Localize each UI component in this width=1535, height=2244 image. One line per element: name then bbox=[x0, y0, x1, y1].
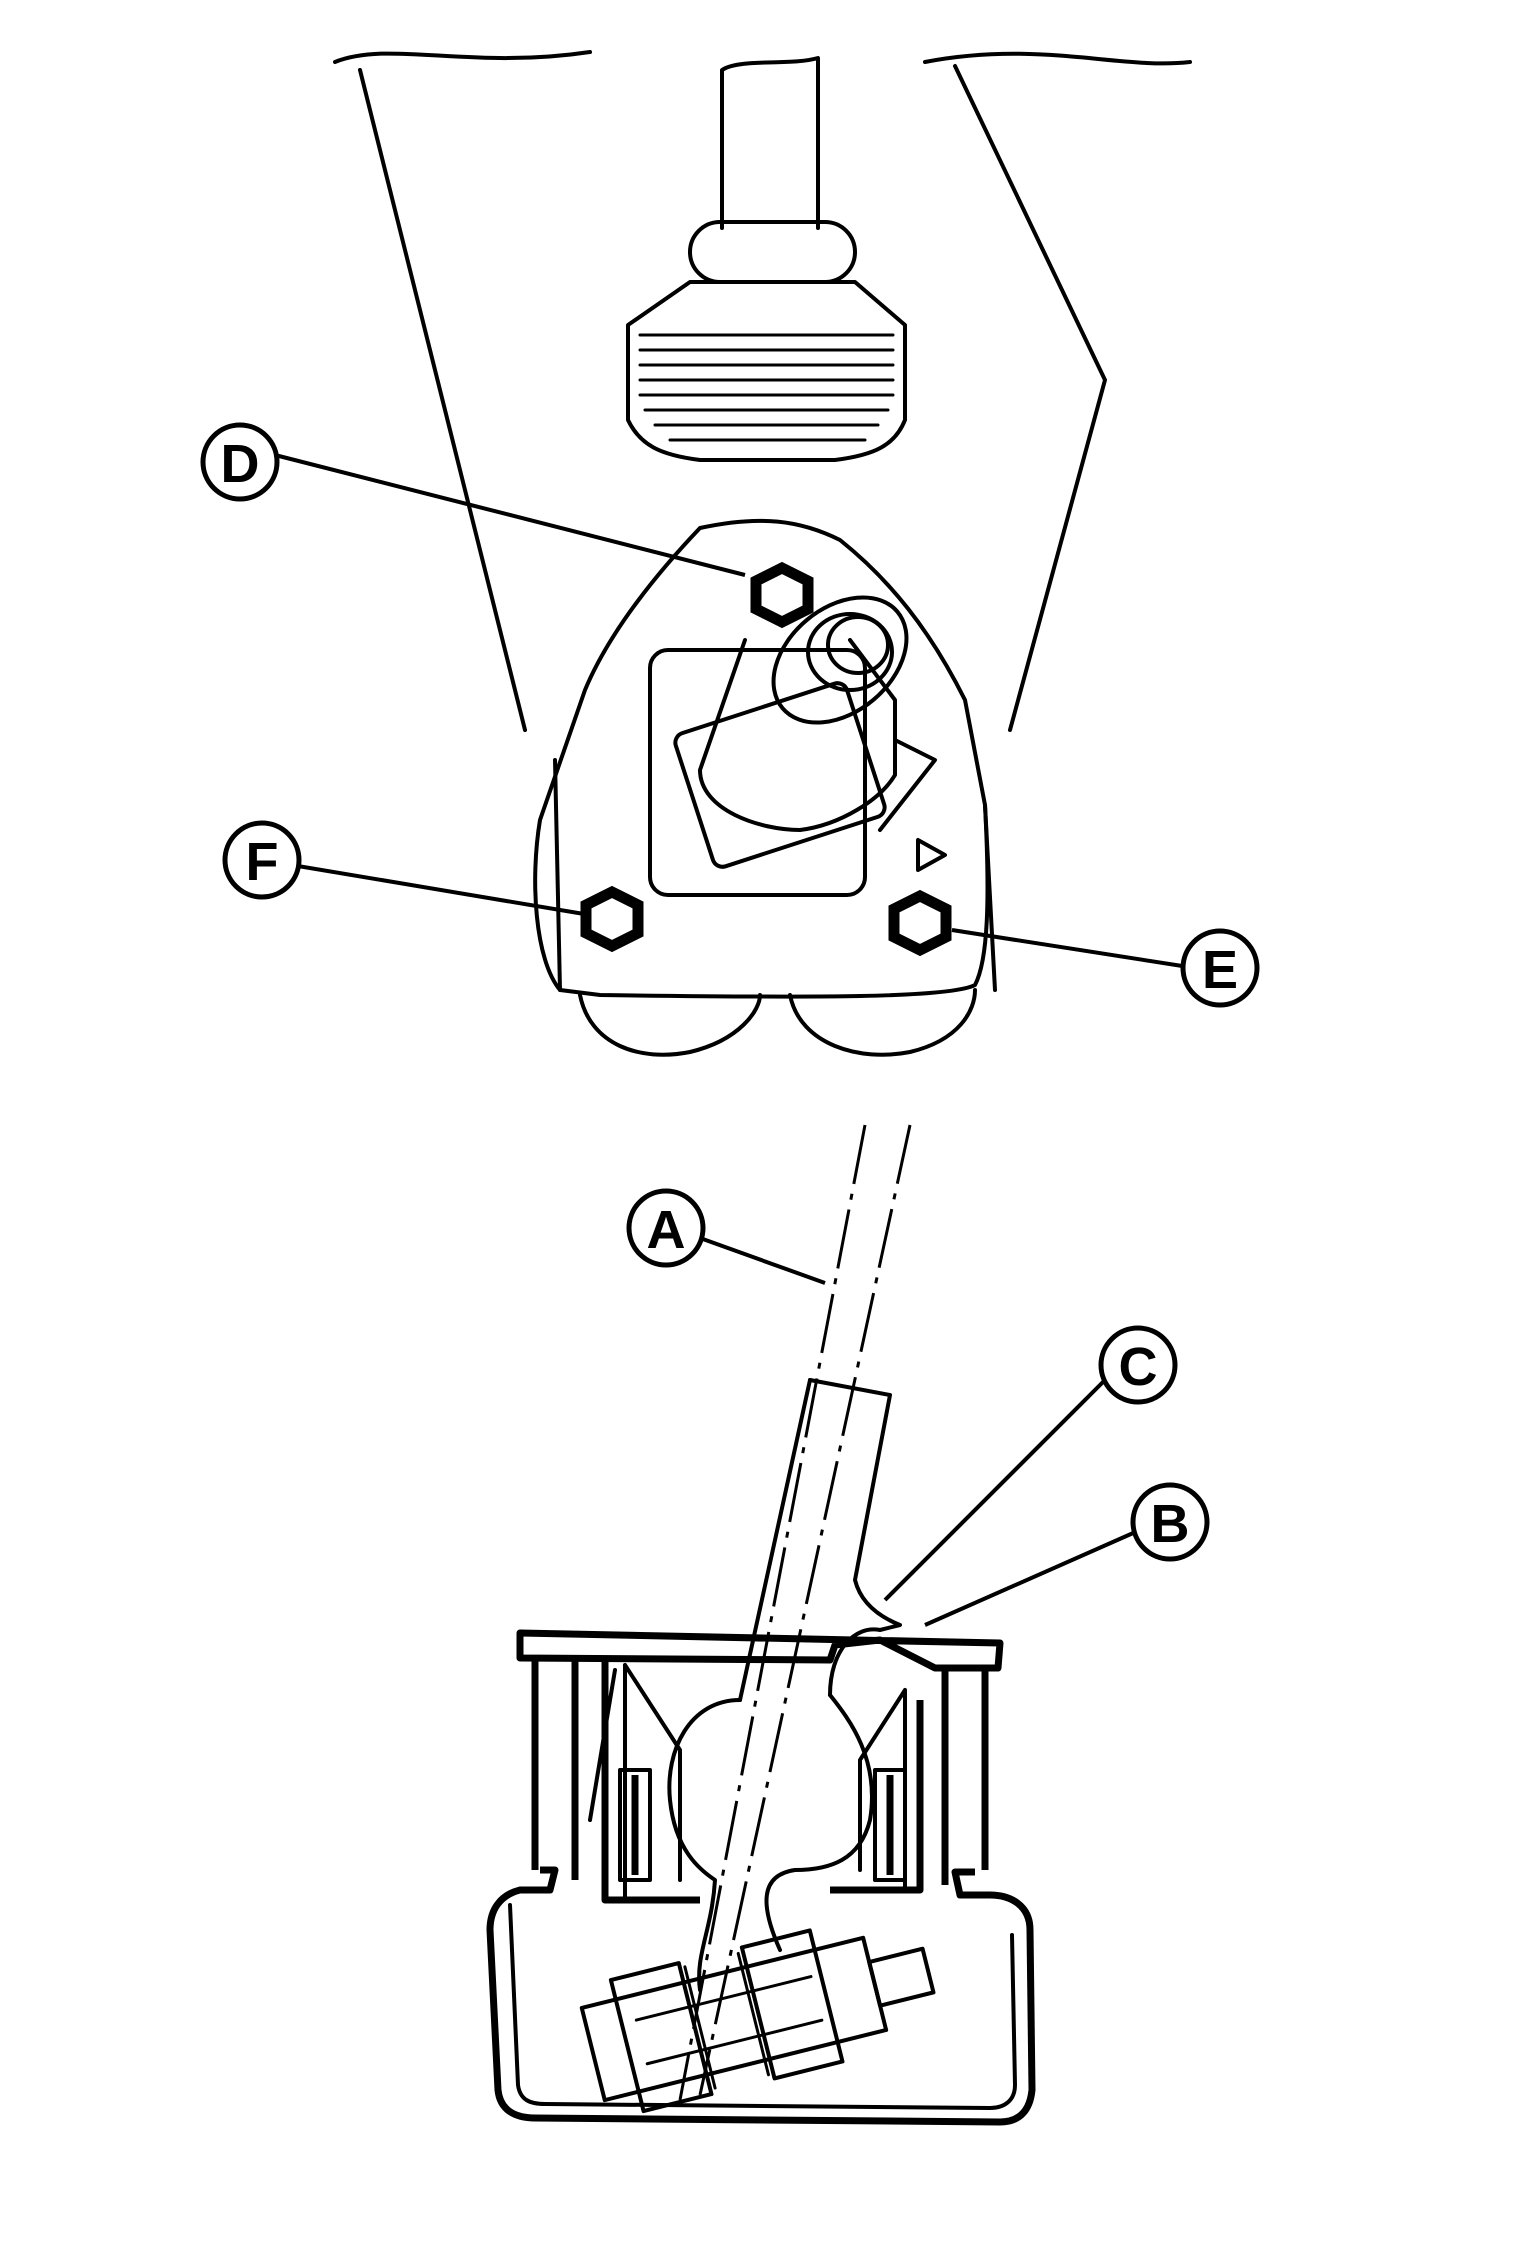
shift-boot bbox=[626, 280, 907, 462]
callout-c-label: C bbox=[1119, 1337, 1158, 1397]
shift-rod bbox=[720, 56, 820, 230]
axis-line-2 bbox=[698, 1124, 912, 2096]
callout-c: C bbox=[1098, 1325, 1178, 1405]
lever-tube-left bbox=[738, 1378, 812, 1702]
section-view bbox=[486, 1124, 1036, 2126]
lever-tube bbox=[808, 1378, 902, 1697]
axis-line-1 bbox=[678, 1124, 867, 2101]
bolt-e bbox=[888, 889, 952, 957]
pivot-ball bbox=[667, 1693, 874, 1992]
callout-a: A bbox=[626, 1188, 706, 1268]
leader-e bbox=[951, 928, 1196, 970]
lower-housing bbox=[486, 1866, 1036, 2126]
gate-inner bbox=[673, 681, 887, 869]
callout-d-label: D bbox=[221, 434, 260, 494]
right-spring bbox=[873, 1768, 907, 1882]
bolt-d bbox=[750, 561, 814, 629]
lever-knob-inner bbox=[826, 615, 890, 675]
right-inner-parts bbox=[858, 1688, 907, 1892]
bolt-f bbox=[580, 885, 644, 953]
top-flange bbox=[516, 1629, 1004, 1672]
leader-f bbox=[261, 858, 591, 917]
callout-f: F bbox=[222, 820, 302, 900]
lower-housing-inner bbox=[508, 1903, 1017, 2110]
callout-d: D bbox=[200, 422, 280, 502]
callout-f-label: F bbox=[246, 832, 279, 892]
lever-column-top bbox=[771, 595, 909, 725]
left-inner-parts bbox=[588, 1663, 682, 1902]
shaft-assembly bbox=[579, 1928, 936, 2114]
callout-e-label: E bbox=[1202, 940, 1238, 1000]
boot-ring bbox=[688, 220, 857, 284]
leader-b bbox=[924, 1528, 1141, 1627]
top-view bbox=[333, 50, 1192, 1057]
left-wall bbox=[531, 1658, 700, 1904]
arrow-mark bbox=[916, 838, 947, 872]
boot-ribs bbox=[638, 333, 895, 442]
leader-c bbox=[883, 1373, 1112, 1602]
leader-a bbox=[699, 1236, 826, 1285]
lever-knob-outer bbox=[806, 612, 894, 692]
callout-e: E bbox=[1180, 928, 1260, 1008]
left-spring bbox=[618, 1768, 652, 1882]
leader-d bbox=[274, 453, 746, 577]
callout-b-label: B bbox=[1151, 1494, 1190, 1554]
cover-plate-inner-edge bbox=[553, 758, 997, 992]
lever-column bbox=[698, 638, 897, 832]
callout-a-label: A bbox=[647, 1200, 686, 1260]
gate-housing bbox=[648, 648, 867, 897]
console-outline bbox=[333, 50, 1192, 732]
callout-b: B bbox=[1130, 1482, 1210, 1562]
right-wall bbox=[830, 1668, 989, 1894]
lower-lobes bbox=[578, 988, 977, 1057]
gate-wedge bbox=[878, 738, 937, 832]
